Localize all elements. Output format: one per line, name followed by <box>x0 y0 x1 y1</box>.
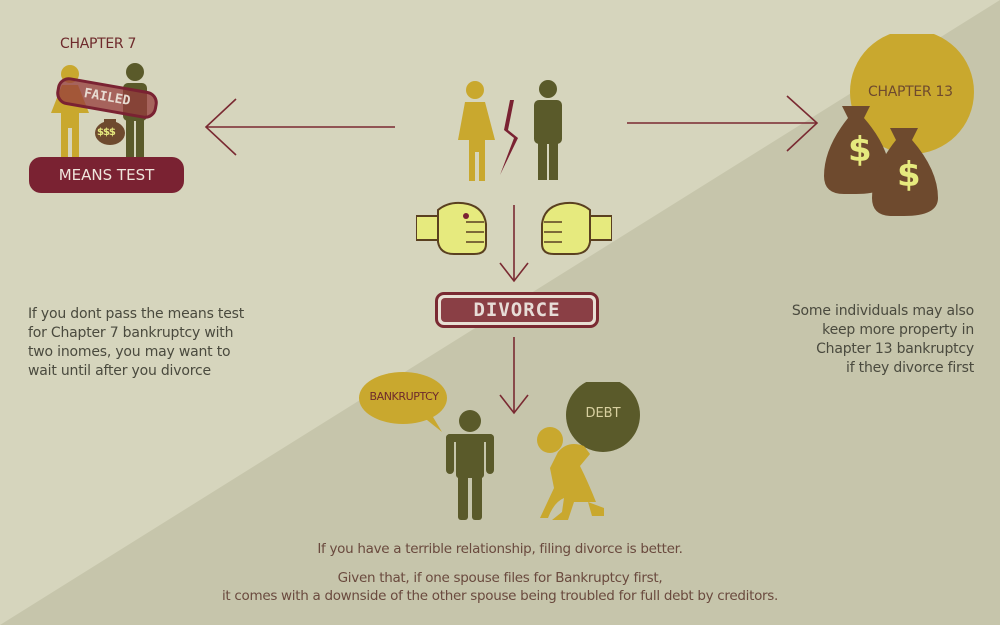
man-icon <box>534 80 562 180</box>
money-bag-icon <box>824 106 938 216</box>
arrow-down-icon <box>499 205 529 283</box>
means-test-badge: MEANS TEST <box>29 157 184 193</box>
arrow-left-icon <box>204 98 395 156</box>
chapter13-title: CHAPTER 13 <box>868 84 953 100</box>
debt-burden-icon <box>537 382 640 520</box>
footer-line-3: it comes with a downside of the other sp… <box>221 588 779 604</box>
divorce-badge: DIVORCE <box>435 292 599 328</box>
lightning-crack-icon <box>500 100 518 175</box>
speech-bubble-icon <box>359 372 447 432</box>
chapter13-description: Some individuals may also keep more prop… <box>791 303 974 376</box>
broken-couple-icon <box>458 80 562 181</box>
debt-ball-icon <box>566 382 640 452</box>
debt-label: DEBT <box>585 406 621 421</box>
footer-line-2: Given that, if one spouse files for Bank… <box>337 570 663 586</box>
divorce-label: DIVORCE <box>441 298 593 322</box>
bankruptcy-bubble-label: BANKRUPTCY <box>369 390 439 403</box>
fist-right-icon <box>541 201 612 255</box>
chapter7-bag-label: $$$ <box>97 127 116 138</box>
struggling-person-icon <box>537 427 604 520</box>
dollar-sign-icon: $ <box>897 155 921 195</box>
man-icon <box>446 410 494 520</box>
arrow-down-icon <box>499 337 529 415</box>
woman-icon <box>458 81 495 181</box>
chapter7-description: If you dont pass the means test for Chap… <box>28 306 245 379</box>
fist-left-icon <box>416 201 487 255</box>
dollar-sign-icon: $ <box>848 130 872 170</box>
chapter7-title: CHAPTER 7 <box>60 36 137 52</box>
arrow-right-icon <box>627 95 819 152</box>
footer-line-1: If you have a terrible relationship, fil… <box>317 541 683 557</box>
chapter13-money-icon <box>824 34 974 216</box>
